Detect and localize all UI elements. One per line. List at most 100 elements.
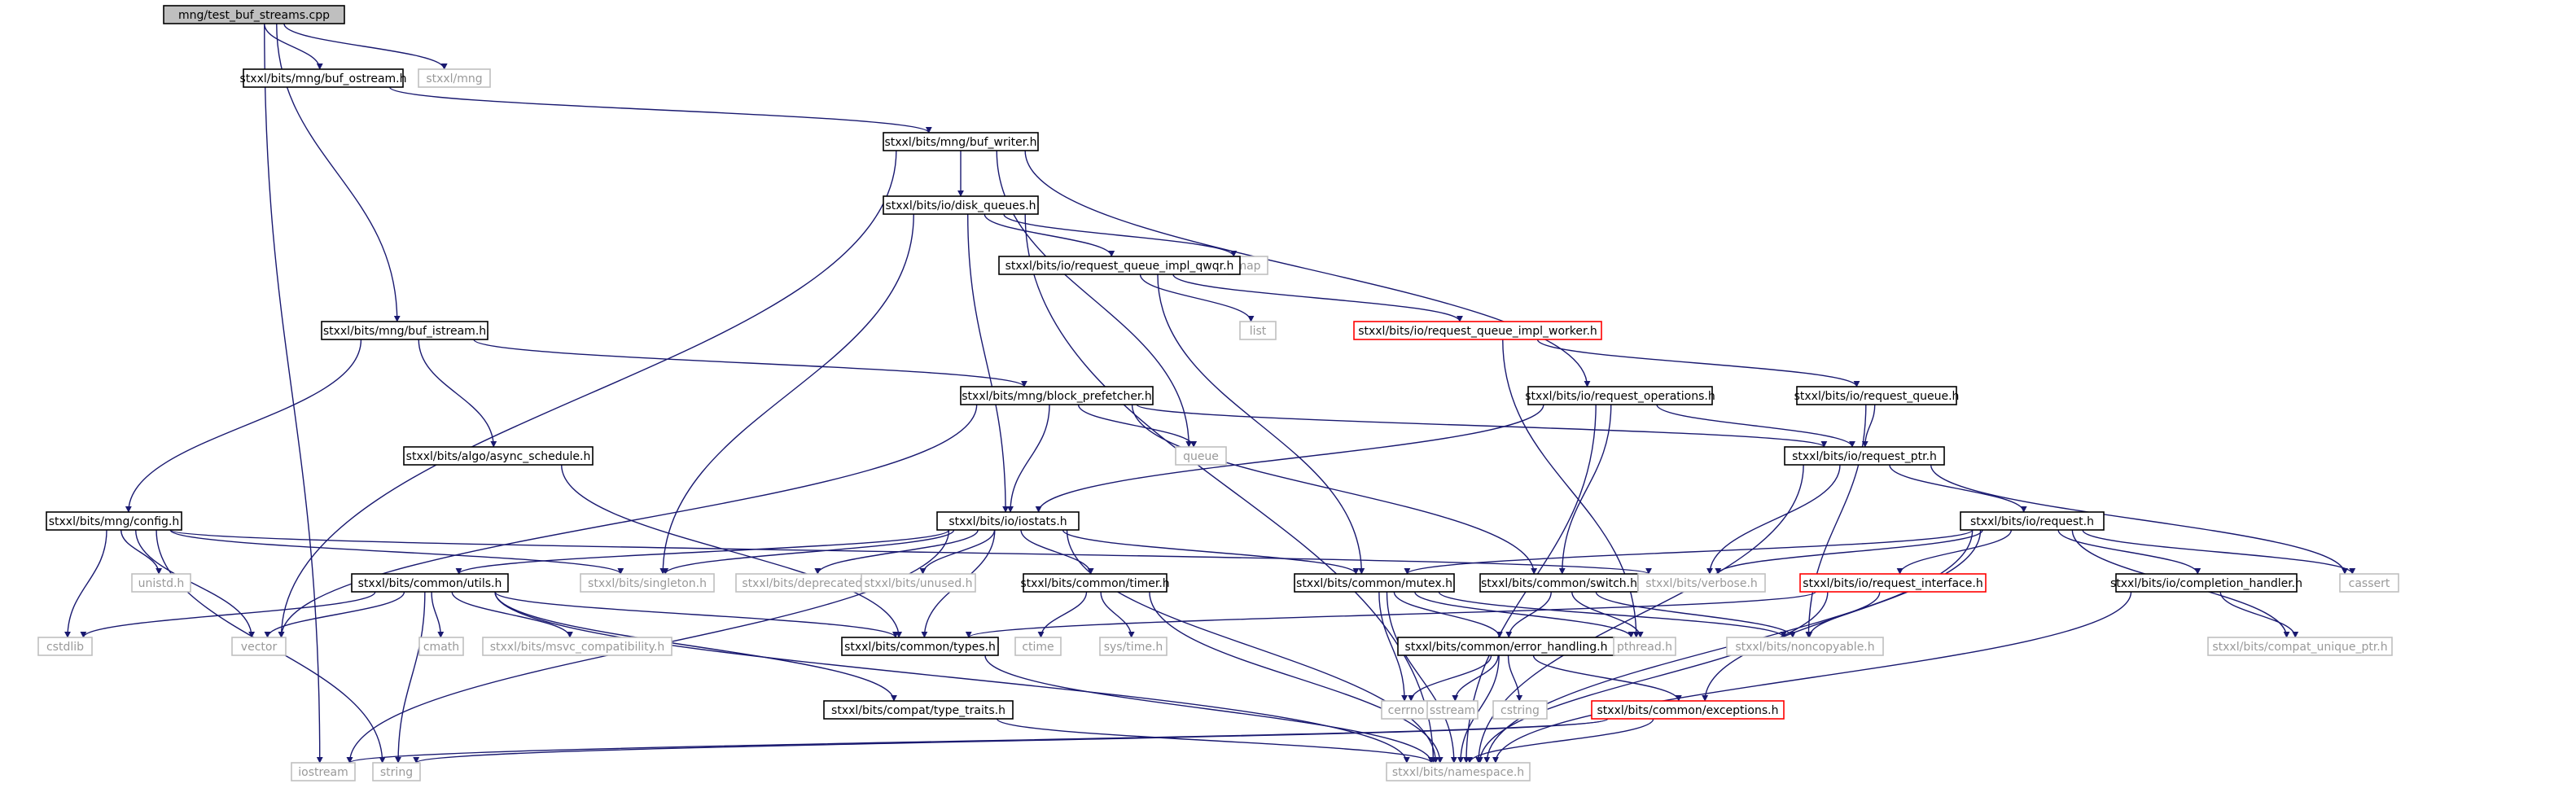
- node-box-rq_worker: [1353, 321, 1602, 340]
- node-verbose: stxxl/bits/verbose.h: [1637, 573, 1766, 593]
- node-buf_writer[interactable]: stxxl/bits/mng/buf_writer.h: [883, 132, 1039, 151]
- node-switch[interactable]: stxxl/bits/common/switch.h: [1479, 573, 1639, 593]
- edges-layer: [64, 23, 2356, 764]
- node-label-switch: stxxl/bits/common/switch.h: [1481, 577, 1637, 590]
- node-box-cmath: [418, 637, 464, 656]
- node-label-string: string: [380, 766, 413, 779]
- edge-buf_writer-to-vector: [278, 150, 897, 638]
- edge-req_iface-to-noncopyable: [1806, 591, 1881, 638]
- node-box-namespace: [1386, 762, 1531, 781]
- node-request[interactable]: stxxl/bits/io/request.h: [1960, 511, 2105, 531]
- node-block_prefetcher[interactable]: stxxl/bits/mng/block_prefetcher.h: [960, 386, 1154, 405]
- node-label-msvc: stxxl/bits/msvc_compatibility.h: [490, 641, 665, 654]
- node-label-timer: stxxl/bits/common/timer.h: [1020, 577, 1169, 590]
- node-box-mutex: [1294, 573, 1455, 593]
- node-box-cstring: [1492, 700, 1548, 720]
- edge-error_handling-to-exceptions: [1532, 654, 1682, 702]
- node-box-noncopyable: [1726, 637, 1884, 656]
- node-label-utils: stxxl/bits/common/utils.h: [358, 577, 502, 590]
- node-label-systime: sys/time.h: [1104, 641, 1163, 654]
- node-label-cstring: cstring: [1500, 704, 1540, 717]
- node-config[interactable]: stxxl/bits/mng/config.h: [46, 511, 182, 531]
- node-label-deprecated: stxxl/bits/deprecated.h: [742, 577, 873, 590]
- node-cstring: cstring: [1492, 700, 1548, 720]
- node-box-type_traits: [823, 700, 1014, 720]
- node-type_traits[interactable]: stxxl/bits/compat/type_traits.h: [823, 700, 1014, 720]
- edge-req_iface-to-types: [966, 591, 1816, 638]
- node-singleton: stxxl/bits/singleton.h: [580, 573, 715, 593]
- node-systime: sys/time.h: [1099, 637, 1168, 656]
- edge-buf_istream-to-block_prefetcher: [473, 339, 1027, 387]
- node-box-iostream: [291, 762, 356, 781]
- node-box-msvc: [482, 637, 672, 656]
- node-label-unused: stxxl/bits/unused.h: [865, 577, 973, 590]
- node-req_iface[interactable]: stxxl/bits/io/request_interface.h: [1799, 573, 1987, 593]
- node-rq_qwqr[interactable]: stxxl/bits/io/request_queue_impl_qwqr.h: [998, 256, 1241, 275]
- edge-block_prefetcher-to-req_ptr: [1136, 404, 1828, 448]
- node-req_queue[interactable]: stxxl/bits/io/request_queue.h: [1794, 386, 1960, 405]
- node-label-namespace: stxxl/bits/namespace.h: [1392, 766, 1524, 779]
- edge-utils-to-cmath: [431, 591, 445, 638]
- edge-request-to-cassert: [2082, 529, 2356, 575]
- edge-iostats-to-mutex: [1062, 529, 1360, 575]
- node-types[interactable]: stxxl/bits/common/types.h: [841, 637, 999, 656]
- node-label-req_queue: stxxl/bits/io/request_queue.h: [1794, 390, 1960, 403]
- node-namespace: stxxl/bits/namespace.h: [1386, 762, 1531, 781]
- node-stxxl_mng: stxxl/mng: [418, 68, 491, 88]
- edge-root-to-buf_ostream: [264, 23, 323, 70]
- edge-error_handling-to-sstream: [1452, 654, 1499, 702]
- edge-timer-to-ctime: [1037, 591, 1088, 638]
- node-error_handling[interactable]: stxxl/bits/common/error_handling.h: [1397, 637, 1615, 656]
- node-box-block_prefetcher: [960, 386, 1154, 405]
- node-box-buf_writer: [883, 132, 1039, 151]
- node-sstream: sstream: [1426, 700, 1479, 720]
- node-buf_ostream[interactable]: stxxl/bits/mng/buf_ostream.h: [240, 68, 407, 88]
- node-unistd: unistd.h: [131, 573, 191, 593]
- node-label-error_handling: stxxl/bits/common/error_handling.h: [1405, 641, 1608, 654]
- edge-type_traits-to-namespace: [996, 718, 1435, 764]
- node-mutex[interactable]: stxxl/bits/common/mutex.h: [1294, 573, 1455, 593]
- node-rq_worker[interactable]: stxxl/bits/io/request_queue_impl_worker.…: [1353, 321, 1602, 340]
- edge-utils-to-namespace: [494, 591, 1410, 764]
- edge-completion-to-compat_uptr: [2219, 591, 2299, 638]
- node-label-verbose: stxxl/bits/verbose.h: [1645, 577, 1758, 590]
- node-label-block_prefetcher: stxxl/bits/mng/block_prefetcher.h: [962, 390, 1151, 403]
- node-box-req_ops: [1527, 386, 1713, 405]
- edge-switch-to-noncopyable: [1595, 591, 1796, 638]
- node-utils[interactable]: stxxl/bits/common/utils.h: [351, 573, 509, 593]
- node-box-rq_qwqr: [998, 256, 1241, 275]
- node-box-async_schedule: [403, 446, 594, 466]
- edge-config-to-unistd: [120, 529, 163, 575]
- node-timer[interactable]: stxxl/bits/common/timer.h: [1020, 573, 1170, 593]
- node-box-list: [1239, 321, 1277, 340]
- node-box-req_iface: [1799, 573, 1987, 593]
- edge-utils-to-vector: [264, 591, 405, 638]
- node-exceptions[interactable]: stxxl/bits/common/exceptions.h: [1591, 700, 1785, 720]
- edge-exceptions-to-namespace: [1466, 718, 1654, 764]
- edge-buf_istream-to-config: [125, 339, 362, 513]
- node-cmath: cmath: [418, 637, 464, 656]
- edge-req_iface-to-namespace: [1476, 591, 1829, 764]
- node-async_schedule[interactable]: stxxl/bits/algo/async_schedule.h: [403, 446, 594, 466]
- node-completion[interactable]: stxxl/bits/io/completion_handler.h: [2110, 573, 2302, 593]
- node-box-root: [163, 5, 345, 24]
- node-root[interactable]: mng/test_buf_streams.cpp: [163, 5, 345, 24]
- node-cassert: cassert: [2339, 573, 2399, 593]
- node-box-utils: [351, 573, 509, 593]
- node-box-string: [372, 762, 421, 781]
- node-req_ptr[interactable]: stxxl/bits/io/request_ptr.h: [1784, 446, 1945, 466]
- node-label-root: mng/test_buf_streams.cpp: [178, 9, 330, 22]
- node-iostats[interactable]: stxxl/bits/io/iostats.h: [936, 511, 1080, 531]
- node-label-types: stxxl/bits/common/types.h: [844, 641, 996, 654]
- node-buf_istream[interactable]: stxxl/bits/mng/buf_istream.h: [321, 321, 488, 340]
- node-disk_queues[interactable]: stxxl/bits/io/disk_queues.h: [883, 195, 1039, 215]
- edge-config-to-singleton: [169, 529, 624, 575]
- edge-root-to-stxxl_mng: [283, 23, 448, 70]
- edge-buf_istream-to-async_schedule: [418, 339, 497, 448]
- node-pthread: pthread.h: [1613, 637, 1676, 656]
- node-label-request: stxxl/bits/io/request.h: [1970, 515, 2094, 528]
- edge-completion-to-namespace: [1492, 591, 2132, 764]
- nodes-layer: mng/test_buf_streams.cpp stxxl/bits/mng/b…: [37, 5, 2399, 781]
- node-req_ops[interactable]: stxxl/bits/io/request_operations.h: [1525, 386, 1715, 405]
- edge-block_prefetcher-to-queue: [1077, 404, 1198, 448]
